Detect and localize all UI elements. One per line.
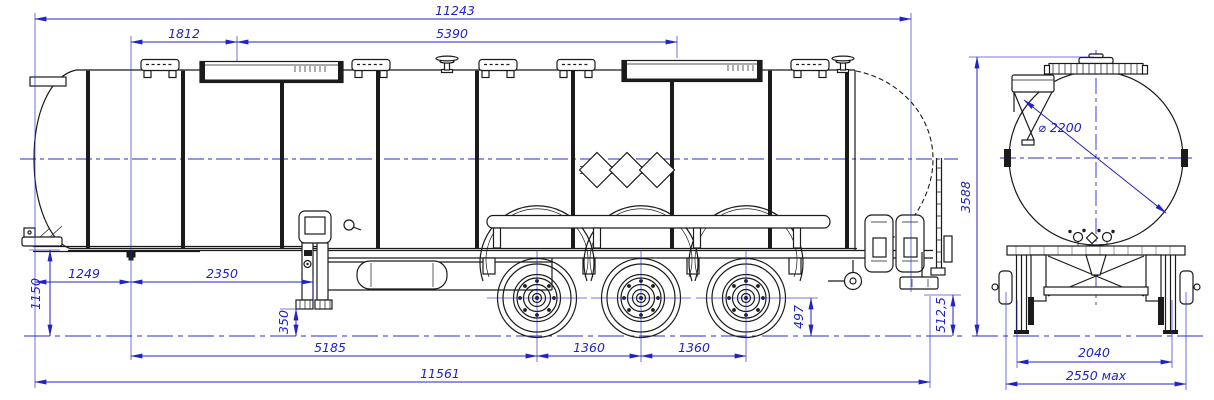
dim-text: 5390 xyxy=(436,26,468,41)
rear-side-bracket xyxy=(943,235,953,263)
rear-equipment xyxy=(828,158,953,291)
rear-bumper xyxy=(899,276,939,290)
dim-text: 512,5 xyxy=(933,297,948,333)
dim-overall-width: 2550 мах xyxy=(1005,368,1187,387)
dim-text: 5185 xyxy=(314,340,346,355)
dim-text: 1249 xyxy=(68,266,100,281)
dim-overall-height: 3588 xyxy=(958,56,980,337)
side-tab-left xyxy=(1004,149,1011,167)
dim-text: 3588 xyxy=(958,181,973,213)
rear-view: 3588 ⌀ 2200 2040 2550 мах xyxy=(958,50,1206,390)
dim-text: 2040 xyxy=(1078,345,1110,360)
dim-text: 1150 xyxy=(28,278,43,310)
dim-text: 350 xyxy=(276,310,291,334)
dim-text: 11243 xyxy=(435,3,475,18)
manhole-cap-2 xyxy=(351,58,391,79)
extension-lines-rear xyxy=(969,56,1187,390)
spill-box-1 xyxy=(199,60,344,84)
landing-gear xyxy=(295,210,362,310)
dim-axle-spacing-front: 1360 xyxy=(536,340,642,359)
dim-tank-diameter: ⌀ 2200 xyxy=(1023,99,1167,214)
dim-text: 1360 xyxy=(678,340,710,355)
dim-axle-center-height: 497 xyxy=(791,297,814,337)
crank-handle xyxy=(343,219,355,231)
chassis-frame xyxy=(33,245,933,291)
dim-text: 2550 мах xyxy=(1066,368,1127,383)
fender-3 xyxy=(688,205,804,282)
dim-overall-length-top: 11243 xyxy=(34,3,912,22)
discharge-outlet xyxy=(843,271,863,291)
shock-absorber-left xyxy=(998,270,1013,305)
spill-box-2 xyxy=(621,59,763,83)
dim-line xyxy=(1023,99,1167,214)
dim-text: 11561 xyxy=(420,366,460,381)
dim-text: 2350 xyxy=(206,266,238,281)
front-bracket xyxy=(21,225,63,247)
dim-track-width: 2040 xyxy=(1016,345,1173,365)
hatch-marks xyxy=(727,65,759,71)
manhole-cap-4 xyxy=(556,58,596,79)
wheel-right-rear-view xyxy=(1164,255,1177,333)
walkway-rail xyxy=(486,214,831,249)
dim-axle-spacing-rear: 1360 xyxy=(640,340,747,359)
rear-ladder xyxy=(930,158,946,276)
dim-kingpin-to-landing-gear: 2350 xyxy=(130,266,314,285)
spring-hanger-1 xyxy=(482,257,496,275)
dim-kingpin-to-first-axle: 5185 xyxy=(130,340,538,359)
baffle-symbol xyxy=(578,151,676,189)
wheel-left-rear-view xyxy=(1015,255,1028,333)
side-view: 11243 1812 5390 1150 1249 2350 350 5185 xyxy=(20,3,962,388)
air-tank xyxy=(356,260,448,290)
manhole-cap-5 xyxy=(790,58,830,79)
fender-1 xyxy=(479,205,595,282)
valve-handwheel-1 xyxy=(435,55,459,74)
dim-front-to-kingpin: 1249 xyxy=(34,266,132,285)
dim-landing-gear-clearance: 350 xyxy=(276,308,299,337)
stiffener-bands xyxy=(86,70,849,249)
side-tab-right xyxy=(1181,149,1188,167)
valve-handwheel-2 xyxy=(831,55,855,74)
rear-suspension xyxy=(991,245,1201,334)
front-fill-bracket xyxy=(29,76,67,87)
dim-text: ⌀ 2200 xyxy=(1038,120,1081,135)
dim-kingpin-to-first-manhole: 1812 xyxy=(130,26,238,45)
dim-text: 1812 xyxy=(168,26,200,41)
dim-manhole-spacing: 5390 xyxy=(236,26,678,45)
dim-fifth-wheel-height: 1150 xyxy=(28,249,53,337)
fenders xyxy=(479,205,804,282)
dim-text: 497 xyxy=(791,305,806,329)
manhole-cap-3 xyxy=(478,58,518,79)
discharge-fittings xyxy=(1068,228,1115,246)
manhole-caps xyxy=(140,58,830,79)
dim-text: 1360 xyxy=(573,340,605,355)
dim-overall-length: 11561 xyxy=(34,366,931,385)
spring-hanger-4 xyxy=(788,257,802,275)
spring-hanger-2 xyxy=(582,257,596,275)
manhole-cap-1 xyxy=(140,58,180,79)
hatch-marks xyxy=(294,66,326,72)
shock-absorber-right xyxy=(1179,270,1194,305)
dim-rear-underrun-height: 512,5 xyxy=(933,294,956,337)
